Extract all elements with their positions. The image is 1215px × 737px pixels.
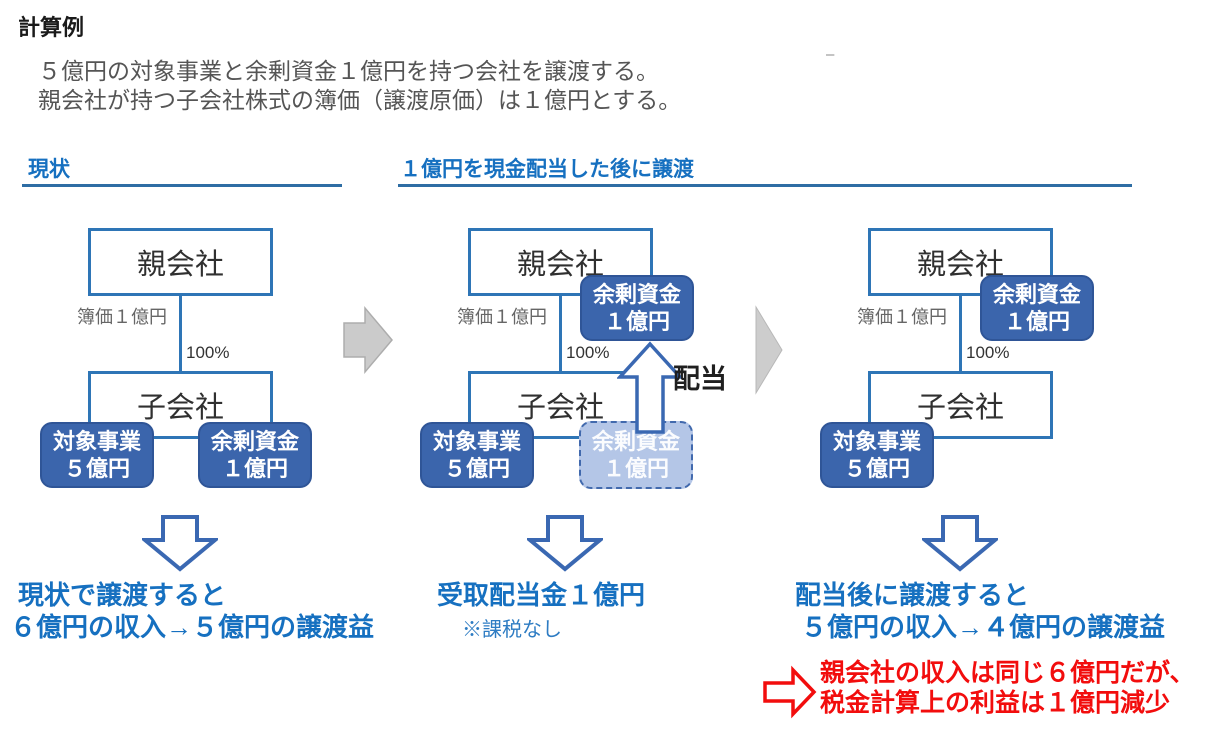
gray-triangle-arrow-icon — [754, 305, 784, 395]
down-arrow-icon-2 — [527, 514, 603, 572]
caption-middle: 受取配当金１億円 ※課税なし — [437, 579, 645, 646]
surplus-funds-line2: １億円 — [603, 309, 670, 334]
highlight-note: 親会社の収入は同じ６億円だが、 税金計算上の利益は１億円減少 — [820, 658, 1195, 718]
caption-after-line1: 配当後に譲渡すると — [795, 580, 1030, 610]
target-business-box-3: 対象事業 ５億円 — [820, 422, 934, 488]
surplus-funds-line1: 余剰資金 — [210, 429, 299, 454]
dividend-up-arrow-icon — [617, 341, 683, 435]
caption-middle-line1: 受取配当金１億円 — [437, 580, 646, 610]
surplus-funds-box-1: 余剰資金 １億円 — [198, 422, 312, 488]
intro-line-1: ５億円の対象事業と余剰資金１億円を持つ会社を譲渡する。 — [38, 58, 659, 84]
highlight-line1: 親会社の収入は同じ６億円だが、 — [820, 659, 1195, 687]
stray-dash-mark: – — [826, 46, 835, 63]
surplus-funds-box-at-parent-2: 余剰資金 １億円 — [580, 275, 694, 341]
section-rule-current — [22, 184, 342, 187]
down-arrow-icon-1 — [142, 514, 218, 572]
target-business-line1: 対象事業 — [52, 429, 141, 454]
subsidiary-label: 子会社 — [136, 392, 224, 424]
parent-company-label: 親会社 — [136, 249, 224, 281]
gray-right-arrow-icon — [342, 305, 394, 375]
down-arrow-icon-3 — [922, 514, 998, 572]
surplus-funds-line2: １億円 — [602, 456, 669, 481]
book-value-label-1: 簿価１億円 — [77, 307, 167, 327]
caption-current: 現状で譲渡すると ６億円の収入→５億円の譲渡益 — [10, 579, 374, 643]
caption-current-line2: ６億円の収入→５億円の譲渡益 — [10, 612, 375, 642]
connector-line-parent-child-3 — [959, 296, 962, 372]
target-business-line2: ５億円 — [843, 456, 910, 481]
section-header-after-dividend: １億円を現金配当した後に譲渡 — [400, 158, 694, 181]
subsidiary-label: 子会社 — [516, 392, 604, 424]
target-business-line1: 対象事業 — [432, 429, 521, 454]
surplus-funds-line1: 余剰資金 — [592, 282, 681, 307]
caption-after: 配当後に譲渡すると ５億円の収入→４億円の譲渡益 — [795, 579, 1165, 643]
caption-current-line1: 現状で譲渡すると — [18, 580, 227, 610]
target-business-line2: ５億円 — [63, 456, 130, 481]
subsidiary-box-3: 子会社 — [868, 371, 1053, 439]
caption-middle-note: ※課税なし — [462, 619, 562, 641]
book-value-label-3: 簿価１億円 — [857, 307, 947, 327]
surplus-funds-box-at-parent-3: 余剰資金 １億円 — [980, 275, 1094, 341]
subsidiary-label: 子会社 — [916, 392, 1004, 424]
target-business-box-2: 対象事業 ５億円 — [420, 422, 534, 488]
ownership-pct-label-2: 100% — [566, 343, 610, 362]
book-value-label-2: 簿価１億円 — [457, 307, 547, 327]
intro-line-2: 親会社が持つ子会社株式の簿価（譲渡原価）は１億円とする。 — [38, 87, 682, 113]
caption-after-line2: ５億円の収入→４億円の譲渡益 — [801, 612, 1166, 642]
parent-company-box-1: 親会社 — [88, 228, 273, 296]
target-business-line1: 対象事業 — [832, 429, 921, 454]
surplus-funds-line2: １億円 — [221, 456, 288, 481]
surplus-funds-line1: 余剰資金 — [992, 282, 1081, 307]
connector-line-parent-child-1 — [179, 296, 182, 372]
ownership-pct-label-3: 100% — [966, 343, 1010, 362]
surplus-funds-line2: １億円 — [1003, 309, 1070, 334]
section-header-current: 現状 — [28, 158, 70, 181]
page-title: 計算例 — [18, 15, 85, 40]
target-business-box-1: 対象事業 ５億円 — [40, 422, 154, 488]
red-right-arrow-icon — [762, 665, 818, 719]
highlight-line2: 税金計算上の利益は１億円減少 — [820, 689, 1171, 717]
target-business-line2: ５億円 — [443, 456, 510, 481]
section-rule-after-dividend — [398, 184, 1132, 187]
ownership-pct-label-1: 100% — [186, 343, 230, 362]
dividend-label: 配当 — [673, 364, 727, 394]
intro-text: ５億円の対象事業と余剰資金１億円を持つ会社を譲渡する。 親会社が持つ子会社株式の… — [38, 57, 681, 115]
connector-line-parent-child-2 — [559, 296, 562, 372]
